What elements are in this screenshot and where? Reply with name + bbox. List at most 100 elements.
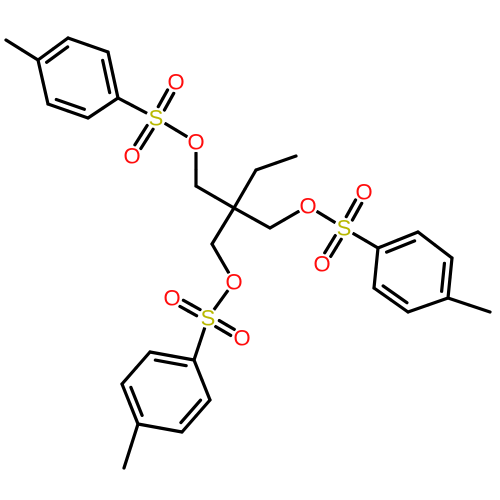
bond-line [111, 73, 120, 100]
bond-line [148, 350, 174, 358]
bond-line [349, 198, 358, 210]
bond-line [351, 231, 368, 243]
bond-line [221, 329, 233, 338]
bond-line [161, 88, 170, 100]
bond-line [210, 242, 222, 260]
bond-line [36, 58, 45, 84]
bond-line [446, 276, 452, 300]
sulfur-atom-label: S [337, 216, 352, 241]
bond-line [134, 350, 152, 370]
bond-line [384, 239, 417, 254]
bond-line [86, 106, 105, 120]
atom-label-background [146, 108, 166, 128]
atom-label-background [122, 146, 142, 166]
bond-line [20, 48, 40, 62]
bond-layer [4, 36, 492, 470]
bond-line [372, 286, 393, 302]
atom-label-background [354, 182, 374, 202]
bond-line [145, 127, 155, 141]
sulfur-atom-label: S [149, 106, 164, 131]
bond-line [178, 304, 190, 313]
bond-line [106, 50, 115, 77]
bond-line [200, 378, 212, 402]
bond-line [315, 210, 328, 219]
bond-line [372, 266, 378, 290]
bond-line [389, 298, 410, 314]
bond-line [101, 58, 112, 95]
bond-line [86, 43, 110, 54]
bond-line [329, 246, 338, 259]
bond-line [218, 256, 231, 275]
bond-line [54, 97, 86, 111]
atom-label-background [232, 328, 252, 348]
bond-line [129, 422, 140, 448]
oxygen-atom-label: O [225, 270, 242, 295]
bond-line [194, 398, 212, 418]
bond-line [122, 444, 133, 470]
bond-line [170, 354, 196, 362]
bond-line [282, 209, 301, 222]
oxygen-atom-label: O [163, 286, 180, 311]
oxygen-atom-label: O [233, 326, 250, 351]
bond-line [376, 238, 400, 250]
bond-line [153, 358, 188, 368]
bond-line [66, 36, 90, 47]
bond-line [254, 161, 278, 172]
bond-line [250, 216, 272, 230]
atom-label-background [198, 308, 218, 328]
bond-line [433, 243, 454, 260]
bond-line [181, 298, 194, 307]
bond-line [416, 230, 437, 247]
oxygen-atom-label: O [187, 130, 204, 155]
bond-line [448, 256, 454, 280]
bond-line [192, 342, 201, 362]
bond-line [467, 303, 492, 314]
bond-line [139, 137, 149, 151]
atom-label-background [186, 132, 206, 152]
bond-line [120, 366, 138, 386]
bond-line [129, 385, 144, 418]
bond-line [274, 154, 298, 165]
atom-label-background [312, 254, 332, 274]
oxygen-atom-label: O [123, 144, 140, 169]
sulfur-atom-label: S [201, 306, 216, 331]
bond-line [268, 218, 286, 230]
bond-line [446, 296, 471, 307]
atom-label-background [298, 196, 318, 216]
bond-line [41, 80, 50, 106]
oxygen-atom-label: O [355, 180, 372, 205]
bond-line [355, 201, 364, 214]
bond-line [120, 382, 132, 406]
bond-line [179, 398, 203, 425]
bond-line [4, 38, 24, 52]
bond-line [232, 206, 254, 220]
bond-line [323, 242, 332, 255]
bond-line [128, 402, 140, 426]
bond-line [213, 195, 236, 210]
bond-line [158, 426, 184, 434]
atom-label-background [334, 218, 354, 238]
atom-label-background [224, 272, 244, 292]
bond-line [197, 326, 207, 346]
bond-line [167, 91, 176, 104]
bond-line [243, 168, 258, 191]
bond-line [46, 102, 70, 113]
bond-line [221, 206, 236, 228]
bond-line [66, 109, 90, 120]
bond-line [51, 36, 70, 51]
bond-line [174, 128, 189, 138]
bond-line [232, 187, 247, 210]
bond-line [381, 284, 409, 305]
bond-line [406, 303, 430, 314]
bond-line [374, 246, 380, 270]
atom-label-background [162, 288, 182, 308]
atom-label-background [166, 72, 186, 92]
oxygen-atom-label: O [313, 252, 330, 277]
bond-line [396, 230, 420, 242]
bond-line [219, 289, 230, 302]
bond-line [101, 96, 120, 110]
bond-line [210, 224, 225, 246]
bond-line [36, 47, 55, 62]
